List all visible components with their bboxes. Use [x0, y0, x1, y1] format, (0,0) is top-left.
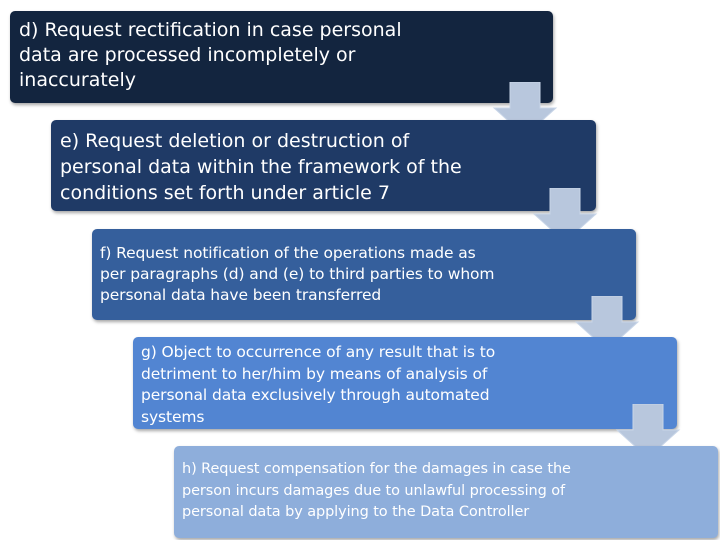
step-g-text: g) Object to occurrence of any result th… — [141, 343, 496, 426]
step-h-box: h) Request compensation for the damages … — [174, 446, 718, 538]
step-f-box: f) Request notification of the operation… — [92, 229, 636, 320]
down-arrow-icon — [574, 296, 640, 351]
step-f-text: f) Request notification of the operation… — [100, 244, 495, 304]
down-arrow-icon — [615, 404, 681, 459]
step-h-text: h) Request compensation for the damages … — [182, 461, 571, 520]
step-d-text: d) Request rectification in case persona… — [19, 19, 402, 91]
step-e-text: e) Request deletion or destruction of pe… — [60, 130, 462, 204]
down-arrow-icon — [532, 188, 598, 243]
step-d-box: d) Request rectification in case persona… — [10, 11, 553, 103]
step-g-box: g) Object to occurrence of any result th… — [133, 337, 677, 429]
step-e-box: e) Request deletion or destruction of pe… — [51, 120, 596, 211]
